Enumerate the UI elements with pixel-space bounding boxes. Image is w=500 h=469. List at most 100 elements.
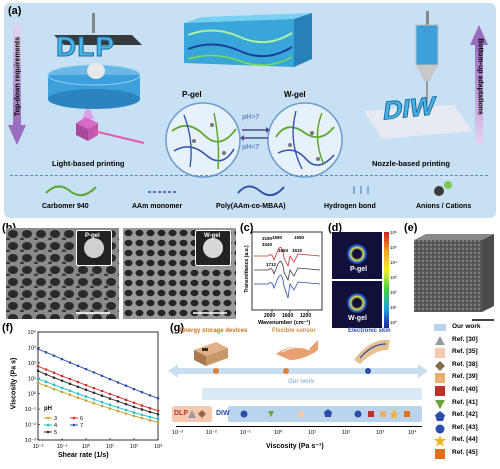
legend-marker-ph-3 <box>46 416 50 420</box>
legend-marker-icon <box>435 424 445 434</box>
data-point-ph-6 <box>76 380 80 384</box>
panel-g-label: (g) <box>170 322 185 334</box>
legend-marker-icon <box>435 360 445 371</box>
dlp-text: DLP <box>56 31 115 63</box>
panel-f-label: (f) <box>2 322 13 334</box>
colorbar-ticks: 10⁶ 10⁵ 10⁴ 10³ 10² 10¹ 10⁰ <box>390 230 404 330</box>
cbar-tick-0: 10⁶ <box>390 230 397 235</box>
data-point-ph-5 <box>60 379 64 382</box>
g-tick-7: 10⁴ <box>408 430 417 436</box>
data-point-ph-3 <box>132 414 136 418</box>
legend-marker-icon <box>435 373 445 384</box>
legend-label: Ref. [44] <box>452 436 478 444</box>
ftir-xlabel: Wavenumber (cm⁻¹) <box>258 320 311 326</box>
reference-legend-item: Ref. [40] <box>434 385 498 397</box>
dashed-divider <box>10 175 488 176</box>
series-line-ph-7 <box>37 348 159 399</box>
g-axis-line <box>176 426 422 427</box>
data-point-ph-6 <box>116 395 120 399</box>
data-point-ph-7 <box>100 374 104 378</box>
y-tick-label: 10¹ <box>28 376 36 382</box>
app-skin-label: Electronic skin <box>348 328 391 334</box>
data-point-ph-5 <box>52 376 56 379</box>
nozzle-printing-caption: Nozzle-based printing <box>372 159 450 168</box>
app-sensor-label: Flexible sensor <box>272 328 316 334</box>
up-arrow <box>470 25 488 145</box>
viscosity-ylabel: Viscosity (Pa s) <box>10 357 18 410</box>
data-point-ph-3 <box>140 416 144 420</box>
data-point-ph-6 <box>84 383 88 387</box>
data-point-ph-5 <box>108 397 112 400</box>
down-arrow <box>8 25 26 145</box>
data-point-ph-6 <box>124 398 128 402</box>
g-tick-3: 10⁰ <box>274 430 283 436</box>
data-point-ph-6 <box>132 401 136 405</box>
cbar-tick-6: 10⁰ <box>390 320 397 325</box>
data-point-ph-6 <box>52 371 56 375</box>
data-point-ph-7 <box>84 367 88 371</box>
data-point-ph-3 <box>148 418 152 422</box>
dlp-printer-illustration: DLP <box>34 13 154 153</box>
data-point-ph-4 <box>76 392 80 396</box>
data-point-ph-4 <box>132 411 136 414</box>
reference-markers <box>168 406 428 422</box>
data-point-ph-4 <box>148 415 152 419</box>
data-point-ph-3 <box>92 401 96 405</box>
pgel-inset-label: P-gel <box>85 233 100 239</box>
xtick-2000: 2000 <box>264 313 276 319</box>
legend-label: Ref. [40] <box>452 386 478 393</box>
legend-marker-ph-6 <box>72 416 76 420</box>
data-point-ph-7 <box>44 351 48 354</box>
data-point-ph-3 <box>60 390 64 394</box>
energy-device-icon <box>192 338 232 373</box>
data-point-ph-7 <box>132 387 136 391</box>
y-tick-label: 10² <box>28 361 36 367</box>
g-axis-ticks: 10⁻³ 10⁻² 10⁻¹ 10⁰ 10¹ 10² 10³ 10⁴ <box>168 430 428 440</box>
xtick-1600: 1600 <box>282 313 294 319</box>
flexible-sensor-icon <box>272 336 322 371</box>
panel-a-label: (a) <box>8 5 22 17</box>
ph-arrows <box>240 125 270 143</box>
ph-high-text: pH>7 <box>242 114 260 121</box>
cbar-tick-3: 10³ <box>390 275 397 280</box>
y-tick-label: 10⁻¹ <box>25 407 36 413</box>
data-point-ph-5 <box>156 412 160 416</box>
cbar-tick-2: 10⁴ <box>390 260 397 265</box>
data-point-ph-7 <box>36 347 40 351</box>
legend-label-ph-7: 7 <box>80 423 83 429</box>
y-tick-label: 10⁰ <box>28 391 37 398</box>
data-point-ph-4 <box>60 386 64 390</box>
data-point-ph-6 <box>108 392 112 396</box>
data-point-ph-6 <box>92 386 96 390</box>
data-point-ph-6 <box>156 409 160 412</box>
y-tick-label: 10⁴ <box>28 329 37 336</box>
sem-image-wgel: W-gel <box>123 228 236 319</box>
data-point-ph-4 <box>44 380 48 384</box>
saxs-top: P-gel <box>332 232 382 279</box>
legend-marker-ph-5 <box>46 430 50 434</box>
wgel-inset: W-gel <box>195 230 231 266</box>
reference-legend-item: Ref. [45] <box>434 448 498 460</box>
series-line-ph-5 <box>37 370 159 415</box>
y-tick-label: 10⁻³ <box>25 438 36 444</box>
x-tick-label: 10³ <box>154 444 162 450</box>
legend-marker-icon <box>435 386 445 396</box>
g-xlabel: Viscosity (Pa s⁻¹) <box>266 443 324 450</box>
data-point-ph-7 <box>124 384 128 388</box>
legend-aam: AAm monomer <box>132 203 183 210</box>
data-point-ph-4 <box>124 408 128 412</box>
wgel-inset-label: W-gel <box>204 233 221 239</box>
data-point-ph-3 <box>44 384 48 388</box>
g-tick-2: 10⁻¹ <box>240 430 251 436</box>
g-tick-5: 10² <box>342 430 350 436</box>
ftir-ylabel: Transmittance (a.u.) <box>244 245 250 293</box>
scale-arrow <box>168 364 428 378</box>
legend-carbomer: Carbomer 940 <box>42 203 89 210</box>
reference-legend-item: Ref. [43] <box>434 423 498 435</box>
peak-1550: 1550 <box>294 235 305 240</box>
data-point-ph-5 <box>140 408 144 411</box>
dlp-band-label: DLP <box>174 410 188 417</box>
sem-image-pgel: P-gel <box>6 228 119 319</box>
legend-label-ph-6: 6 <box>80 416 83 422</box>
